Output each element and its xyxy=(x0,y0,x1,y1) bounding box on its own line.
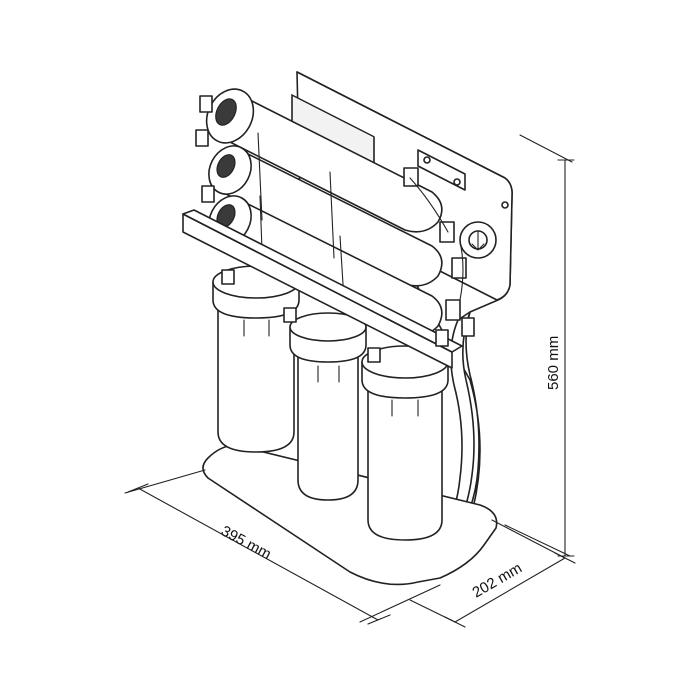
lower-housing-3 xyxy=(361,345,449,541)
width-label: 395 mm xyxy=(218,523,274,563)
height-dimension xyxy=(504,134,575,557)
depth-label: 202 mm xyxy=(470,560,525,602)
lower-housing-2 xyxy=(289,312,367,501)
height-label: 560 mm xyxy=(545,336,562,390)
membrane-tube-1 xyxy=(205,88,443,233)
depth-dimension xyxy=(409,519,576,628)
front-bracket xyxy=(182,209,463,369)
lower-housing-1 xyxy=(212,265,300,453)
base-plate xyxy=(202,444,498,586)
width-dimension xyxy=(124,469,441,625)
fittings xyxy=(195,95,497,363)
